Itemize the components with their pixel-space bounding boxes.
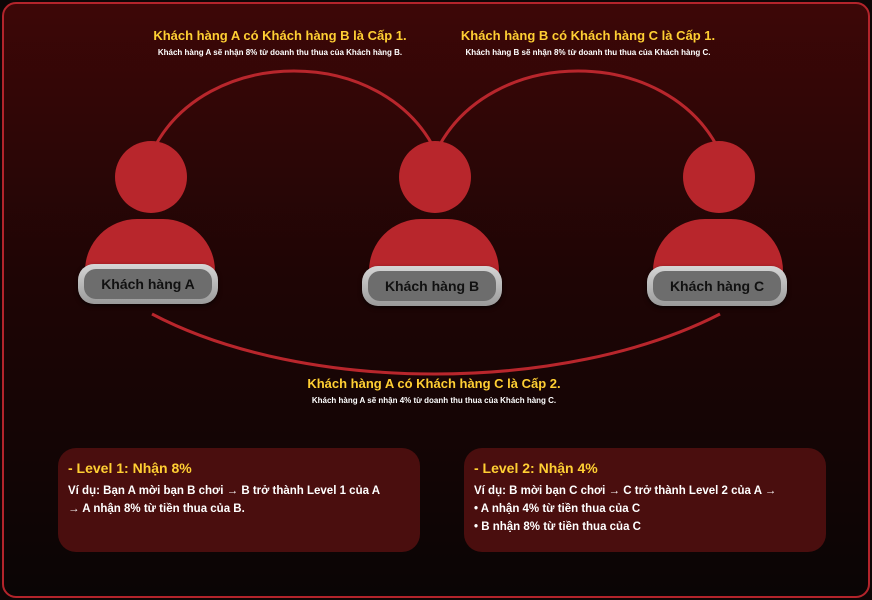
customer-label-text: Khách hàng C <box>653 271 781 301</box>
caption-level2-ac: Khách hàng A có Khách hàng C là Cấp 2. K… <box>284 376 584 405</box>
caption-title: Khách hàng A có Khách hàng B là Cấp 1. <box>153 28 407 43</box>
caption-subtitle: Khách hàng A sẽ nhận 4% từ doanh thu thu… <box>311 396 557 405</box>
caption-subtitle: Khách hàng A sẽ nhận 8% từ doanh thu thu… <box>157 48 403 57</box>
card-line: • A nhận 4% từ tiền thua của C <box>474 503 641 515</box>
card-line: Ví dụ: Bạn A mời bạn B chơi → B trở thàn… <box>68 485 381 497</box>
card-line: → A nhận 8% từ tiền thua của B. <box>68 503 245 515</box>
customer-label-text: Khách hàng B <box>368 271 496 301</box>
customer-b-icon <box>364 141 504 279</box>
customer-c-label: Khách hàng C <box>647 266 787 306</box>
level2-card: - Level 2: Nhận 4% Ví dụ: B mời bạn C ch… <box>464 448 826 552</box>
card-line: • B nhận 8% từ tiền thua của C <box>474 521 641 533</box>
link-a-b <box>150 69 438 153</box>
customer-b-label: Khách hàng B <box>362 266 502 306</box>
card-line: Ví dụ: B mời bạn C chơi → C trở thành Le… <box>474 485 777 497</box>
person-head <box>683 141 755 213</box>
person-head <box>115 141 187 213</box>
link-curves <box>150 69 722 376</box>
card-heading: - Level 2: Nhận 4% <box>474 460 598 476</box>
caption-level1-ab: Khách hàng A có Khách hàng B là Cấp 1. K… <box>130 28 430 57</box>
customer-c-icon <box>648 141 788 279</box>
link-b-c <box>434 69 722 153</box>
customer-a-icon <box>80 141 220 279</box>
customer-a-label: Khách hàng A <box>78 264 218 304</box>
customer-label-text: Khách hàng A <box>84 269 212 299</box>
link-a-c <box>151 312 721 376</box>
caption-level1-bc: Khách hàng B có Khách hàng C là Cấp 1. K… <box>438 28 738 57</box>
person-head <box>399 141 471 213</box>
card-heading: - Level 1: Nhận 8% <box>68 460 192 476</box>
caption-title: Khách hàng A có Khách hàng C là Cấp 2. <box>307 376 561 391</box>
level1-card: - Level 1: Nhận 8% Ví dụ: Bạn A mời bạn … <box>58 448 420 552</box>
caption-title: Khách hàng B có Khách hàng C là Cấp 1. <box>460 28 716 43</box>
caption-subtitle: Khách hàng B sẽ nhận 8% từ doanh thu thu… <box>465 48 711 57</box>
